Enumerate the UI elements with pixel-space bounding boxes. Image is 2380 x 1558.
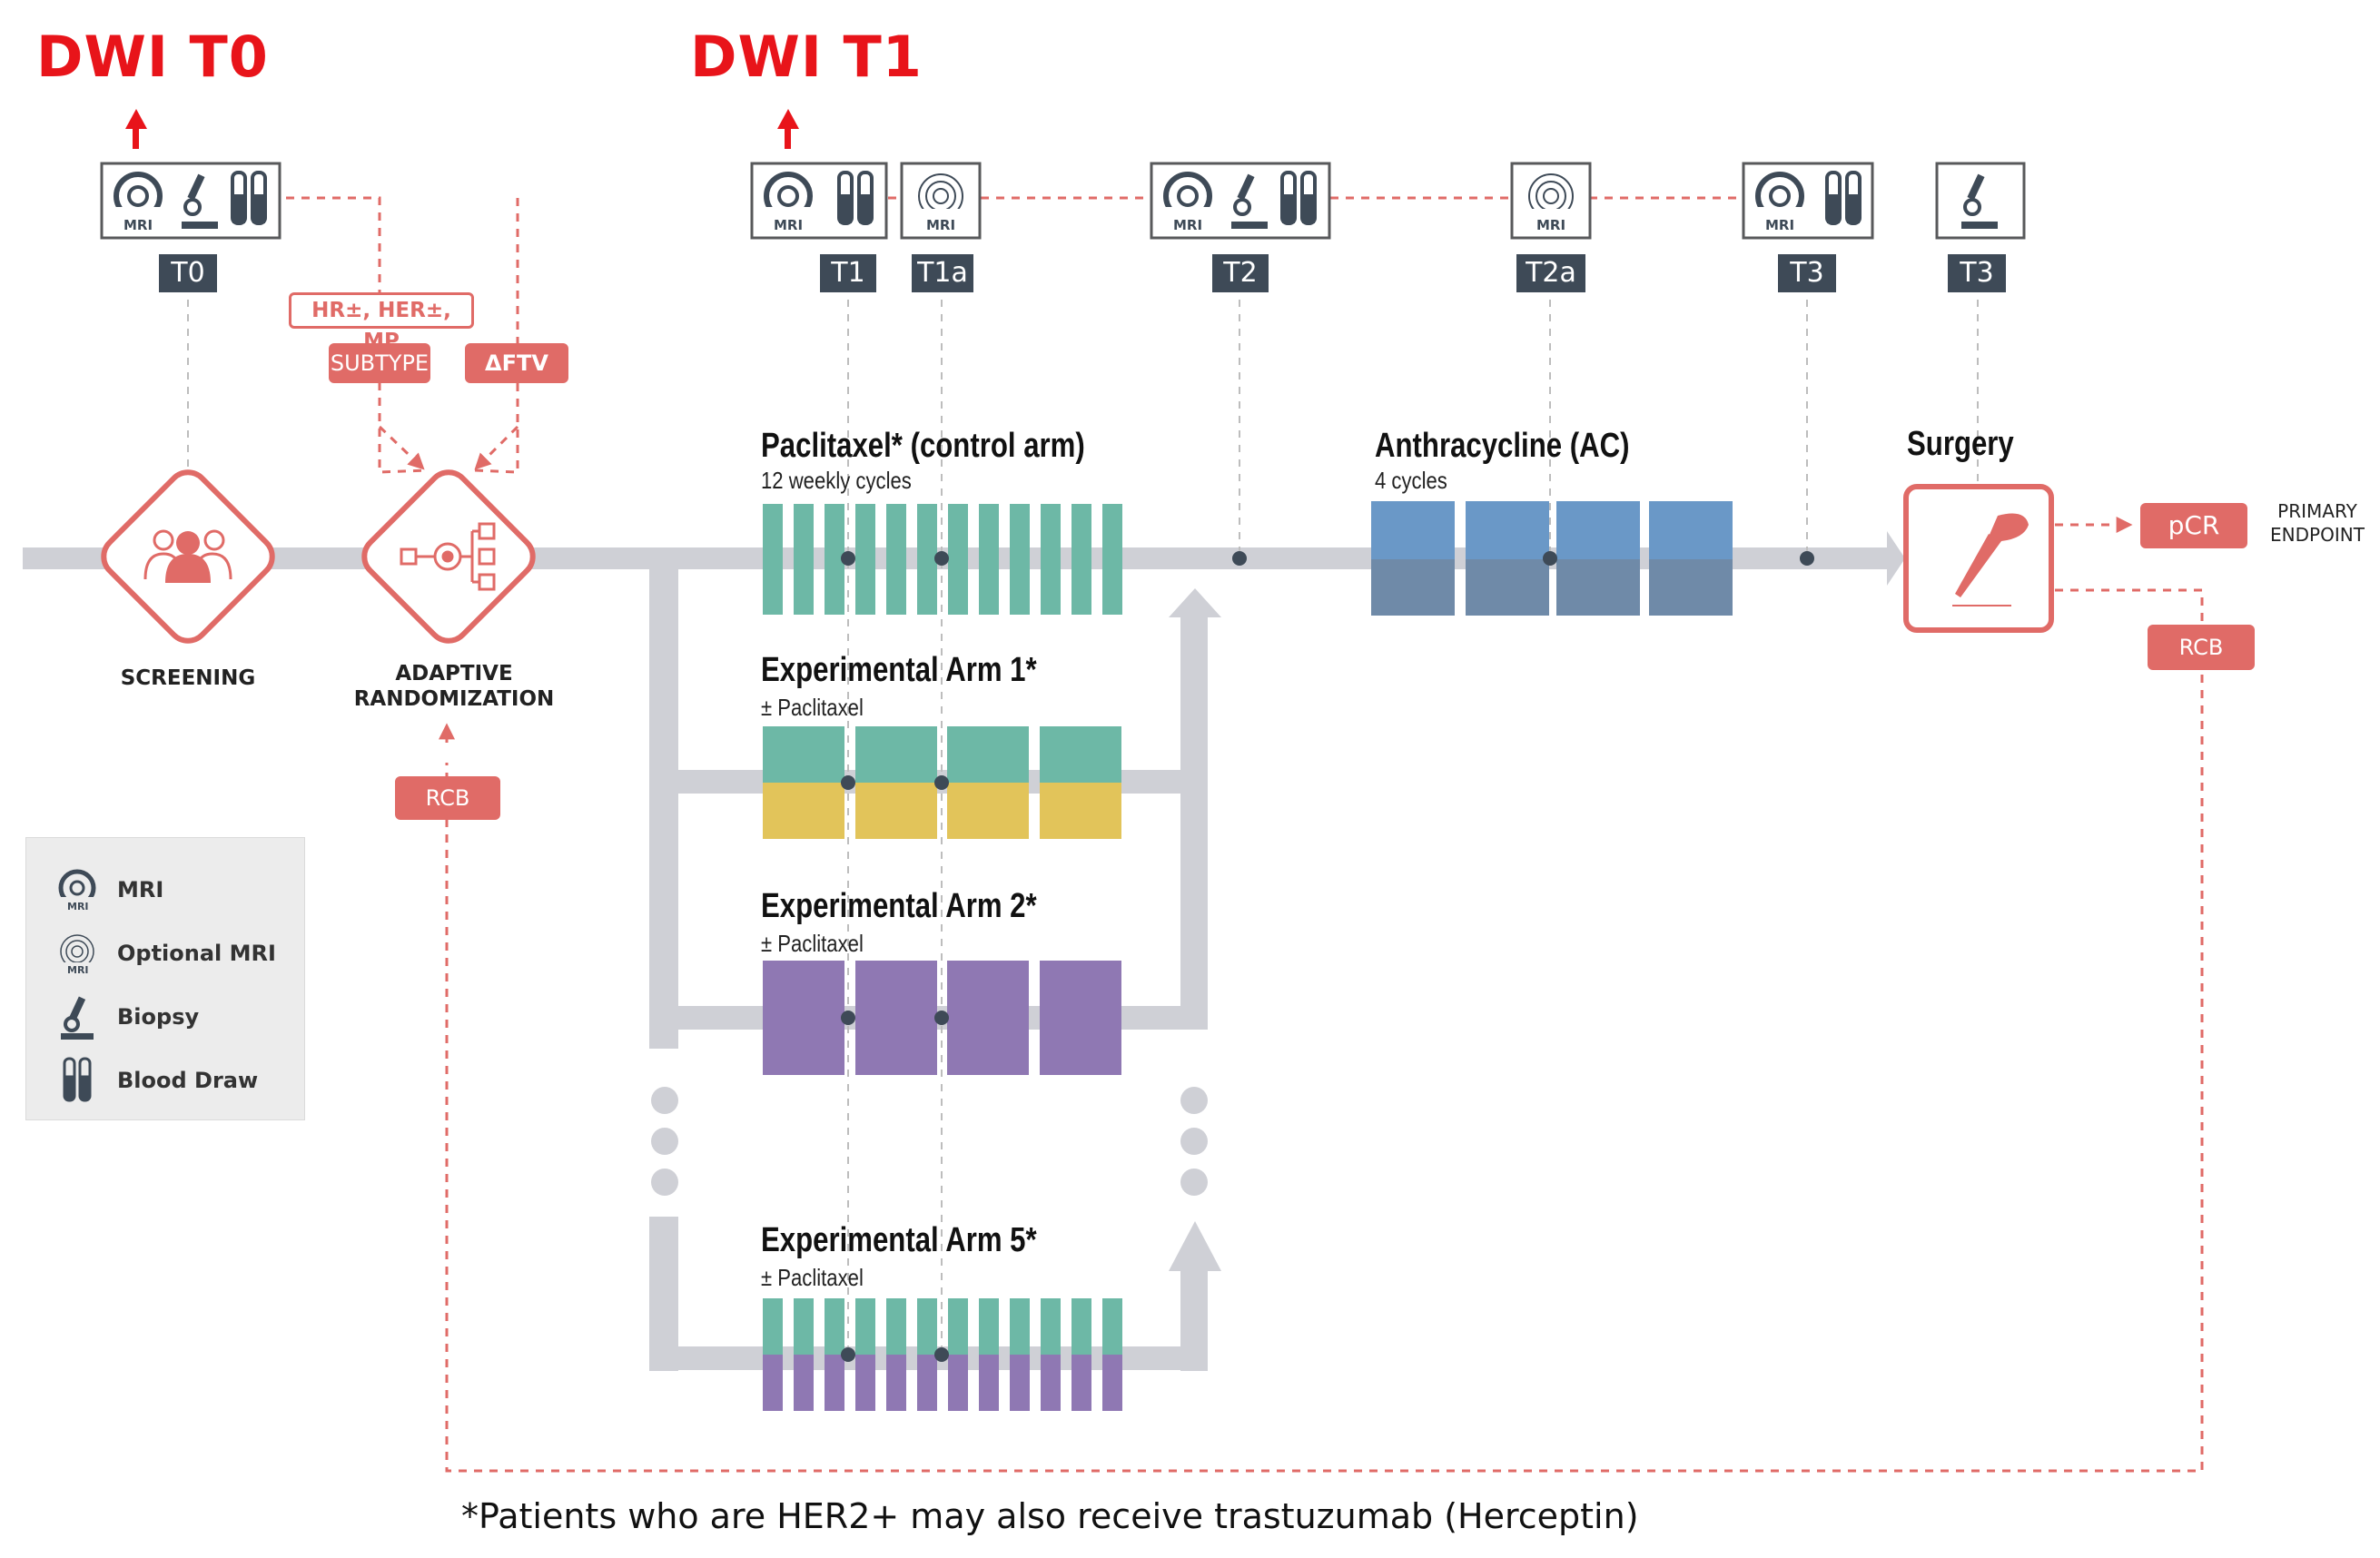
timepoint-tag-t0: T0 bbox=[159, 254, 217, 292]
exp-arm5-title: Experimental Arm 5* bbox=[761, 1221, 1037, 1259]
svg-text:MRI: MRI bbox=[67, 964, 89, 976]
mri-icon-captions: MRI MRI MRI MRI MRI MRI bbox=[123, 217, 1794, 233]
screening-label: SCREENING bbox=[120, 666, 256, 690]
timepoint-guides bbox=[187, 300, 1979, 1353]
icon-box-t1 bbox=[750, 162, 888, 240]
surgery-title: Surgery bbox=[1907, 425, 2014, 463]
ac-blocks bbox=[1371, 501, 1733, 616]
mri-icon bbox=[114, 172, 163, 227]
pcr-pill: pCR bbox=[2140, 503, 2247, 548]
icon-box-t0 bbox=[100, 162, 281, 240]
svg-text:MRI: MRI bbox=[926, 217, 955, 233]
optional-mri-icon bbox=[917, 173, 964, 227]
dwi-t1-label: DWI T1 bbox=[690, 24, 923, 90]
randomization-diamond bbox=[361, 469, 536, 644]
svg-text:MRI: MRI bbox=[1536, 217, 1565, 233]
svg-text:MRI: MRI bbox=[1765, 217, 1794, 233]
svg-text:MRI: MRI bbox=[1173, 217, 1202, 233]
icon-box-t3-surgery bbox=[1935, 162, 2026, 240]
legend-label-biopsy: Biopsy bbox=[117, 1004, 200, 1030]
blood-draw-icon bbox=[63, 1057, 92, 1102]
exp-arm1-subtitle: ± Paclitaxel bbox=[761, 694, 864, 721]
network-icon bbox=[400, 522, 496, 591]
control-arm-bars bbox=[763, 504, 1122, 615]
svg-text:MRI: MRI bbox=[67, 901, 89, 912]
surgery-box bbox=[1903, 484, 2054, 633]
legend: MRI MRI MRI Optional MRI Biopsy Blood Dr… bbox=[25, 837, 305, 1120]
exp-arm5-bars bbox=[763, 1298, 1122, 1411]
optional-mri-icon: MRI bbox=[59, 934, 95, 977]
legend-item-optional-mri: MRI Optional MRI bbox=[54, 931, 276, 977]
timepoint-tag-t1: T1 bbox=[820, 254, 876, 292]
exp-arm2-title: Experimental Arm 2* bbox=[761, 887, 1037, 925]
up-arrow-icon bbox=[125, 109, 799, 149]
primary-endpoint-label: PRIMARY ENDPOINT bbox=[2263, 499, 2372, 547]
exp-arm1-blocks bbox=[763, 726, 1121, 839]
exp-arm2-blocks bbox=[763, 961, 1121, 1075]
mri-icon: MRI bbox=[58, 869, 96, 913]
legend-label-optional-mri: Optional MRI bbox=[117, 941, 276, 966]
endpoint-line1: PRIMARY bbox=[2277, 500, 2357, 522]
timepoint-tag-t1a: T1a bbox=[912, 254, 973, 292]
exp-arm2-subtitle: ± Paclitaxel bbox=[761, 930, 864, 957]
adaptive-line2: RANDOMIZATION bbox=[353, 687, 555, 711]
biopsy-microscope-icon bbox=[182, 173, 218, 229]
dwi-t0-label: DWI T0 bbox=[36, 24, 269, 90]
hr-her-mp-pill: HR±, HER±, MP bbox=[289, 292, 474, 353]
dftv-pill: ΔFTV bbox=[465, 343, 568, 383]
control-arm-title: Paclitaxel* (control arm) bbox=[761, 427, 1085, 465]
endpoint-line2: ENDPOINT bbox=[2270, 524, 2365, 546]
exp-arm1-title: Experimental Arm 1* bbox=[761, 651, 1037, 689]
icon-box-t1a bbox=[900, 162, 982, 240]
adaptive-randomization-label: ADAPTIVE RANDOMIZATION bbox=[336, 661, 572, 712]
svg-text:MRI: MRI bbox=[123, 217, 153, 233]
adaptive-line1: ADAPTIVE bbox=[395, 662, 513, 685]
legend-label-blood-draw: Blood Draw bbox=[117, 1068, 259, 1093]
anthracycline-title: Anthracycline (AC) bbox=[1375, 427, 1630, 465]
surgery-scalpel-icon bbox=[1952, 513, 2029, 606]
icon-box-t2 bbox=[1150, 162, 1331, 240]
legend-item-biopsy: Biopsy bbox=[54, 994, 199, 1040]
exp-arm5-subtitle: ± Paclitaxel bbox=[761, 1264, 864, 1291]
icon-box-t2a bbox=[1510, 162, 1592, 240]
footnote: *Patients who are HER2+ may also receive… bbox=[461, 1496, 1639, 1536]
rcb-pill-right: RCB bbox=[2148, 625, 2255, 670]
icon-box-t3 bbox=[1742, 162, 1874, 240]
rcb-pill-left: RCB bbox=[395, 776, 500, 820]
biopsy-microscope-icon bbox=[61, 996, 94, 1040]
legend-item-mri: MRI MRI bbox=[54, 867, 164, 913]
legend-label-mri: MRI bbox=[117, 877, 164, 902]
timepoint-tag-t2: T2 bbox=[1212, 254, 1269, 292]
anthracycline-subtitle: 4 cycles bbox=[1375, 467, 1447, 494]
svg-text:MRI: MRI bbox=[774, 217, 803, 233]
subtype-pill: SUBTYPE bbox=[329, 343, 430, 383]
timepoint-tag-t3-surgery: T3 bbox=[1948, 254, 2006, 292]
timepoint-tag-t3: T3 bbox=[1778, 254, 1836, 292]
control-arm-subtitle: 12 weekly cycles bbox=[761, 467, 912, 494]
screening-diamond bbox=[101, 469, 275, 644]
feedback-lines bbox=[286, 196, 2204, 1473]
blood-draw-icon bbox=[231, 171, 267, 225]
legend-item-blood-draw: Blood Draw bbox=[54, 1057, 259, 1103]
timepoint-tag-t2a: T2a bbox=[1516, 254, 1585, 292]
timepoint-dots bbox=[841, 551, 1814, 1362]
people-icon bbox=[143, 529, 232, 580]
